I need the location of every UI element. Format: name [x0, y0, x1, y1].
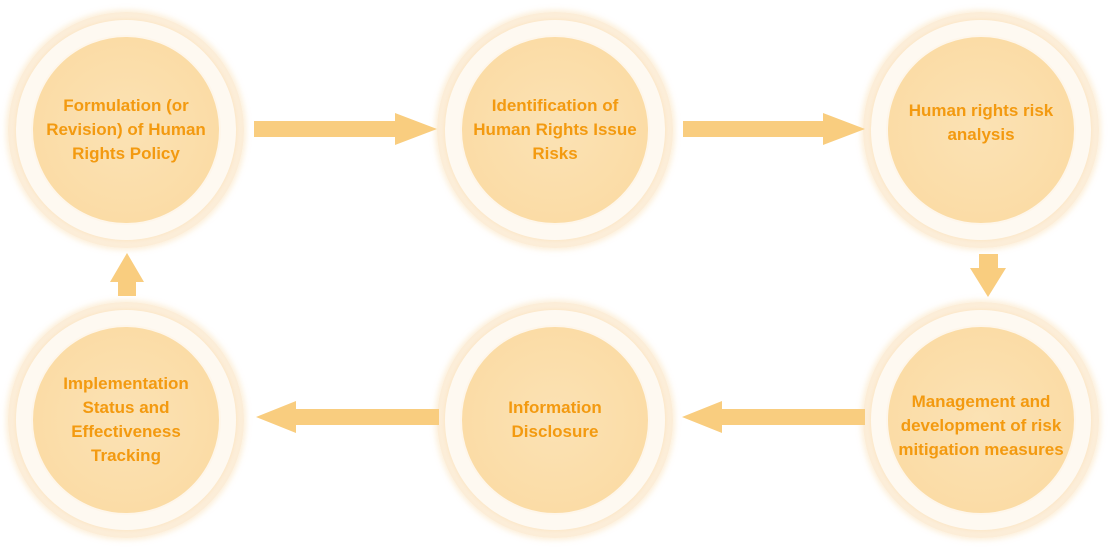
- step-node-effectiveness-tracking: Implementation Status and Effectiveness …: [8, 302, 244, 538]
- step-label-information-disclosure: Information Disclosure: [508, 398, 602, 441]
- arrow-right-identification-to-analysis: [683, 113, 865, 145]
- step-label-risk-mitigation: Management and development of risk mitig…: [898, 392, 1064, 459]
- step-node-risk-analysis: Human rights risk analysis: [863, 12, 1099, 248]
- node-core: Information Disclosure: [460, 325, 650, 515]
- step-node-information-disclosure: Information Disclosure: [437, 302, 673, 538]
- step-label-risk-analysis: Human rights risk analysis: [908, 101, 1054, 144]
- node-core: Human rights risk analysis: [886, 35, 1076, 225]
- step-node-policy-formulation: Formulation (or Revision) of Human Right…: [8, 12, 244, 248]
- step-label-risk-identification: Identification of Human Rights Issue Ris…: [473, 96, 637, 163]
- node-core: Management and development of risk mitig…: [886, 325, 1076, 515]
- node-core: Formulation (or Revision) of Human Right…: [31, 35, 221, 225]
- arrow-left-mitigation-to-disclosure: [682, 401, 865, 433]
- step-label-policy-formulation: Formulation (or Revision) of Human Right…: [46, 96, 206, 163]
- step-node-risk-identification: Identification of Human Rights Issue Ris…: [437, 12, 673, 248]
- arrow-right-policy-to-identification: [254, 113, 437, 145]
- step-label-effectiveness-tracking: Implementation Status and Effectiveness …: [63, 374, 189, 465]
- step-node-risk-mitigation: Management and development of risk mitig…: [863, 302, 1099, 538]
- node-core: Implementation Status and Effectiveness …: [31, 325, 221, 515]
- node-core: Identification of Human Rights Issue Ris…: [460, 35, 650, 225]
- arrow-down-analysis-to-mitigation: [970, 254, 1006, 297]
- arrow-left-disclosure-to-tracking: [256, 401, 439, 433]
- arrow-up-tracking-to-policy: [110, 253, 144, 296]
